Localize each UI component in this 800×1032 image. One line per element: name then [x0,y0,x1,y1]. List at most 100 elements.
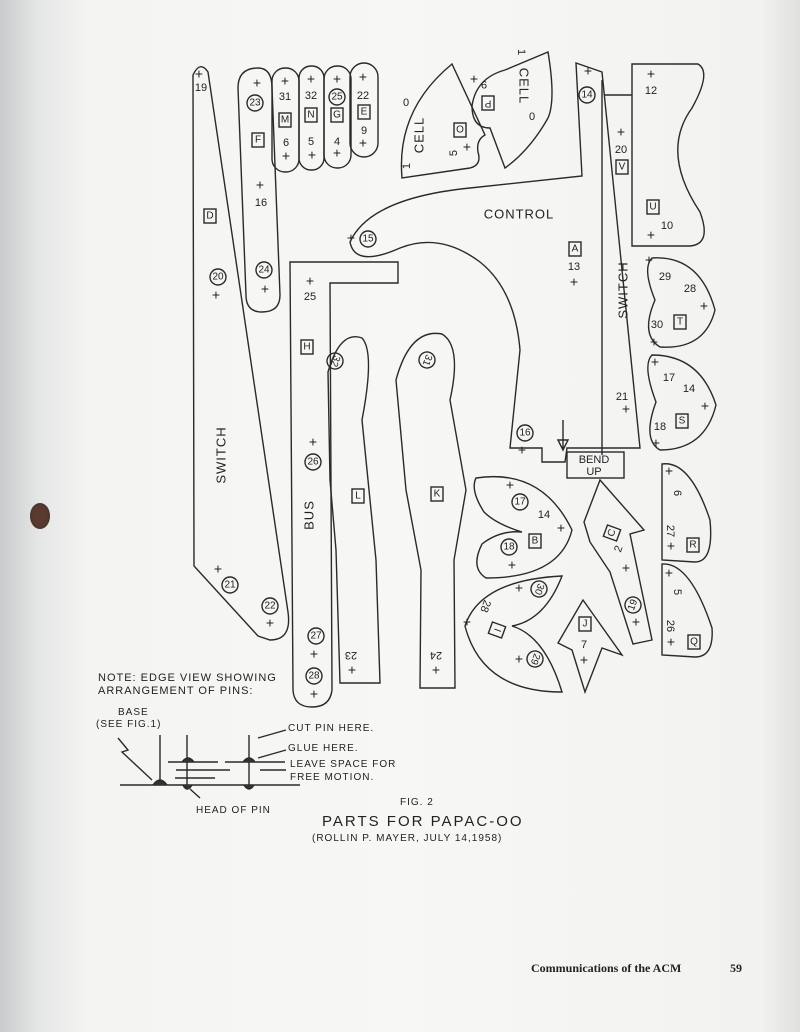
part-label: 22 [357,90,369,102]
pin-mark: + [515,651,523,667]
label-text: + [432,662,440,678]
label-text: G [333,110,341,121]
circled-pin-number: 26 [304,453,322,471]
label-text: R [689,540,696,551]
part-label: CELL [517,68,532,105]
part-f [237,67,281,313]
label-text: 14 [538,509,550,521]
label-text: + [347,230,355,246]
label-text: 17 [663,372,675,384]
part-l [327,336,381,684]
base-label: BASE [118,707,149,718]
part-label: 29 [659,271,671,283]
part-u [631,63,705,247]
label-text: + [310,646,318,662]
label-text: E [361,107,368,118]
label-text: 0 [403,97,409,109]
part-bend-up [566,451,625,479]
label-text: + [518,442,526,458]
circled-pin-number: 19 [624,596,642,614]
label-text: H [303,342,310,353]
label-text: + [557,520,565,536]
part-label: 18 [654,421,666,433]
part-letter: N [304,107,318,123]
label-text: 13 [568,261,580,273]
pin-mark: + [348,662,356,678]
label-text: CELL [517,68,532,105]
pin-mark: + [214,561,222,577]
base-label-ref: (SEE FIG.1) [96,719,162,730]
part-outlines [192,51,717,708]
circled-pin-number: 15 [359,230,377,248]
journal-name: Communications of the ACM [531,961,682,975]
part-letter: Q [687,634,701,650]
label-text: 26 [307,457,319,468]
label-text: + [584,63,592,79]
pin-mark: + [647,227,655,243]
label-text: + [333,145,341,161]
label-text: 24 [258,265,270,276]
pin-mark: + [645,252,653,268]
label-text: 5 [308,136,314,148]
part-label: 19 [195,82,207,94]
label-text: L [355,491,361,502]
part-label: 20 [615,144,627,156]
pin-mark: + [266,615,274,631]
label-text: 18 [654,421,666,433]
part-label: 5 [448,150,460,156]
pin-mark: + [256,177,264,193]
label-text: 23 [249,98,261,109]
label-text: CELL [411,117,426,154]
circled-pin-number: 23 [246,94,264,112]
pin-mark: + [667,634,675,650]
part-letter: H [300,339,314,355]
part-label: 16 [255,197,267,209]
label-text: Q [690,637,698,648]
part-label: 17 [663,372,675,384]
pin-mark: + [333,145,341,161]
pin-mark: + [195,66,203,82]
part-label: UP [586,466,601,478]
label-text: UP [586,466,601,478]
label-text: 21 [616,391,628,403]
pin-mark: + [651,354,659,370]
label-text: I [491,627,502,633]
label-text: + [665,565,673,581]
circled-pin-number: 21 [221,576,239,594]
part-label: 27 [664,525,676,537]
pin-mark: + [632,614,640,630]
pin-mark: + [508,557,516,573]
circled-pin-number: 17 [511,493,529,511]
label-text: 29 [528,652,542,667]
label-text: 15 [362,234,374,245]
binder-hole [30,503,50,529]
pin-mark: + [647,66,655,82]
circled-pin-number: 20 [209,268,227,286]
label-text: + [622,560,630,576]
pin-mark: + [557,520,565,536]
pin-mark: + [310,646,318,662]
label-text: M [281,115,289,126]
label-text: 29 [659,271,671,283]
label-text: 20 [615,144,627,156]
pin-mark: + [253,75,261,91]
part-letter: L [351,488,365,504]
part-letter: B [528,533,542,549]
part-s [647,354,717,451]
label-text: T [677,317,683,328]
part-c [583,478,653,645]
circled-pin-number: 31 [418,351,436,369]
part-label: CONTROL [484,206,555,221]
figure-number: FIG. 2 [400,797,434,808]
circled-pin-number: 22 [261,597,279,615]
pin-mark: + [212,287,220,303]
part-letter: C [602,524,622,542]
circled-pin-number: 30 [530,580,548,598]
pin-mark: + [518,442,526,458]
label-text: CONTROL [484,206,555,221]
label-text: 5 [448,150,460,156]
label-text: + [515,580,523,596]
part-bus [289,261,399,708]
part-switch-strip [601,80,632,455]
